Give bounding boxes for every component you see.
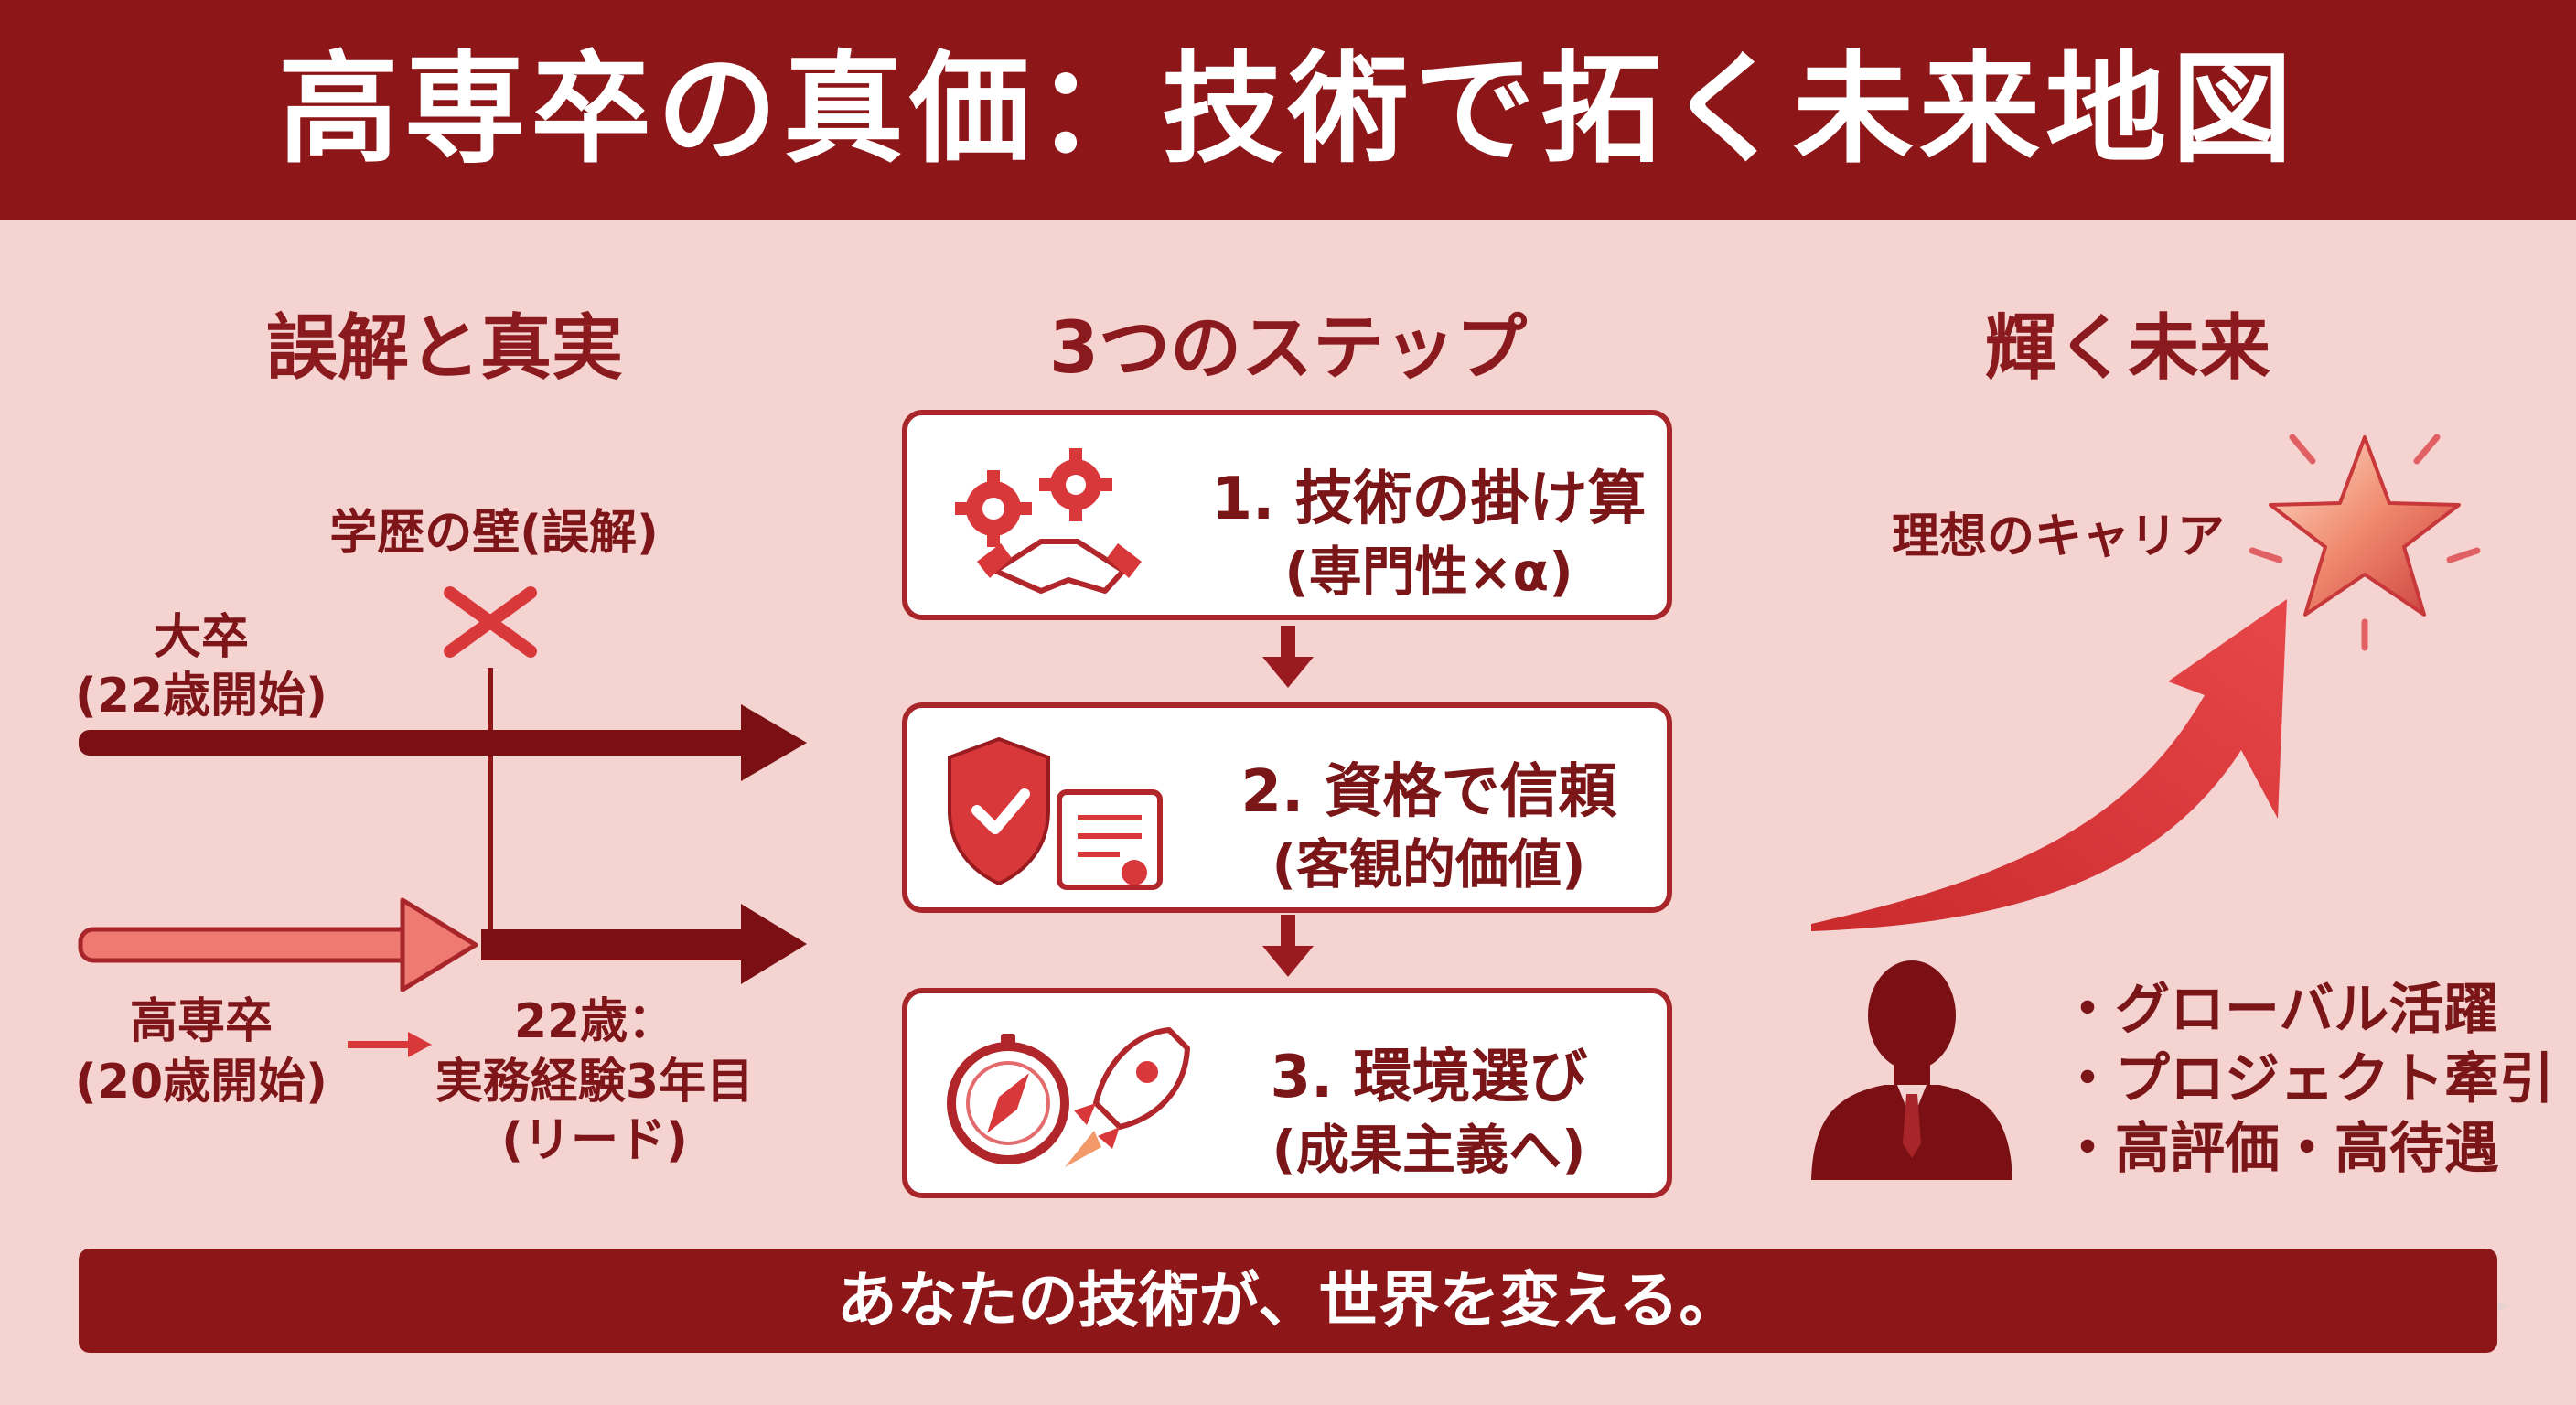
page-title: 高専卒の真価：技術で拓く未来地図	[278, 39, 2298, 180]
section-title-myth: 誤解と真実	[265, 307, 623, 390]
handshake-icon	[977, 539, 1142, 594]
cross-icon	[444, 586, 537, 658]
step-3-title: 3. 環境選び	[1270, 1044, 1588, 1111]
section-title-steps: 3つのステップ	[1048, 307, 1528, 390]
step-card-2: 2. 資格で信頼 (客観的価値)	[902, 702, 1672, 913]
kosen-label-line1: 高専卒	[129, 994, 273, 1049]
businessman-icon	[1811, 960, 2012, 1180]
step-3-icons	[947, 1027, 1190, 1167]
step-arrow-1	[1262, 626, 1314, 688]
step-card-1: 1. 技術の掛け算 (専門性×α)	[902, 410, 1672, 620]
section-title-future: 輝く未来	[1984, 307, 2270, 390]
small-arrow-icon	[348, 1032, 432, 1057]
university-timeline-arrow	[79, 704, 807, 781]
shield-check-icon	[948, 736, 1050, 886]
star-icon	[2249, 434, 2481, 651]
future-benefits-list: グローバル活躍 プロジェクト牽引 高評価・高待遇	[2060, 975, 2554, 1184]
wall-label: 学歴の壁(誤解)	[329, 506, 659, 561]
university-label-line1: 大卒	[153, 610, 249, 665]
kosen-timeline-arrow	[78, 897, 807, 992]
header-banner: 高専卒の真価：技術で拓く未来地図	[0, 0, 2576, 220]
age22-label-line2: 実務経験3年目	[435, 1055, 755, 1110]
compass-icon	[947, 1034, 1069, 1164]
university-label-line2: (22歳開始)	[75, 669, 327, 724]
gears-icon	[955, 448, 1112, 547]
step-1-icons	[955, 448, 1142, 594]
step-1-title: 1. 技術の掛け算	[1211, 466, 1647, 533]
step-2-title: 2. 資格で信頼	[1240, 758, 1617, 826]
step-card-3: 3. 環境選び (成果主義へ)	[902, 988, 1672, 1198]
step-2-subtitle: (客観的価値)	[1272, 833, 1586, 896]
age22-label-line1: 22歳：	[513, 994, 676, 1049]
step-1-subtitle: (専門性×α)	[1284, 541, 1573, 603]
growth-arrow	[1811, 599, 2287, 931]
list-item: 高評価・高待遇	[2060, 1114, 2554, 1184]
kosen-label-line2: (20歳開始)	[75, 1055, 327, 1110]
step-arrow-2	[1262, 915, 1314, 977]
ideal-career-label: 理想のキャリア	[1891, 509, 2225, 564]
age22-label-line3: (リード)	[501, 1113, 688, 1168]
certificate-icon	[1057, 789, 1163, 890]
step-2-icons	[948, 736, 1163, 890]
rocket-icon	[1065, 1027, 1190, 1167]
list-item: プロジェクト牽引	[2060, 1045, 2554, 1114]
footer-banner: あなたの技術が、世界を変える。	[79, 1249, 2497, 1353]
footer-tagline: あなたの技術が、世界を変える。	[836, 1265, 1740, 1335]
step-3-subtitle: (成果主義へ)	[1272, 1119, 1586, 1181]
list-item: グローバル活躍	[2060, 975, 2554, 1045]
